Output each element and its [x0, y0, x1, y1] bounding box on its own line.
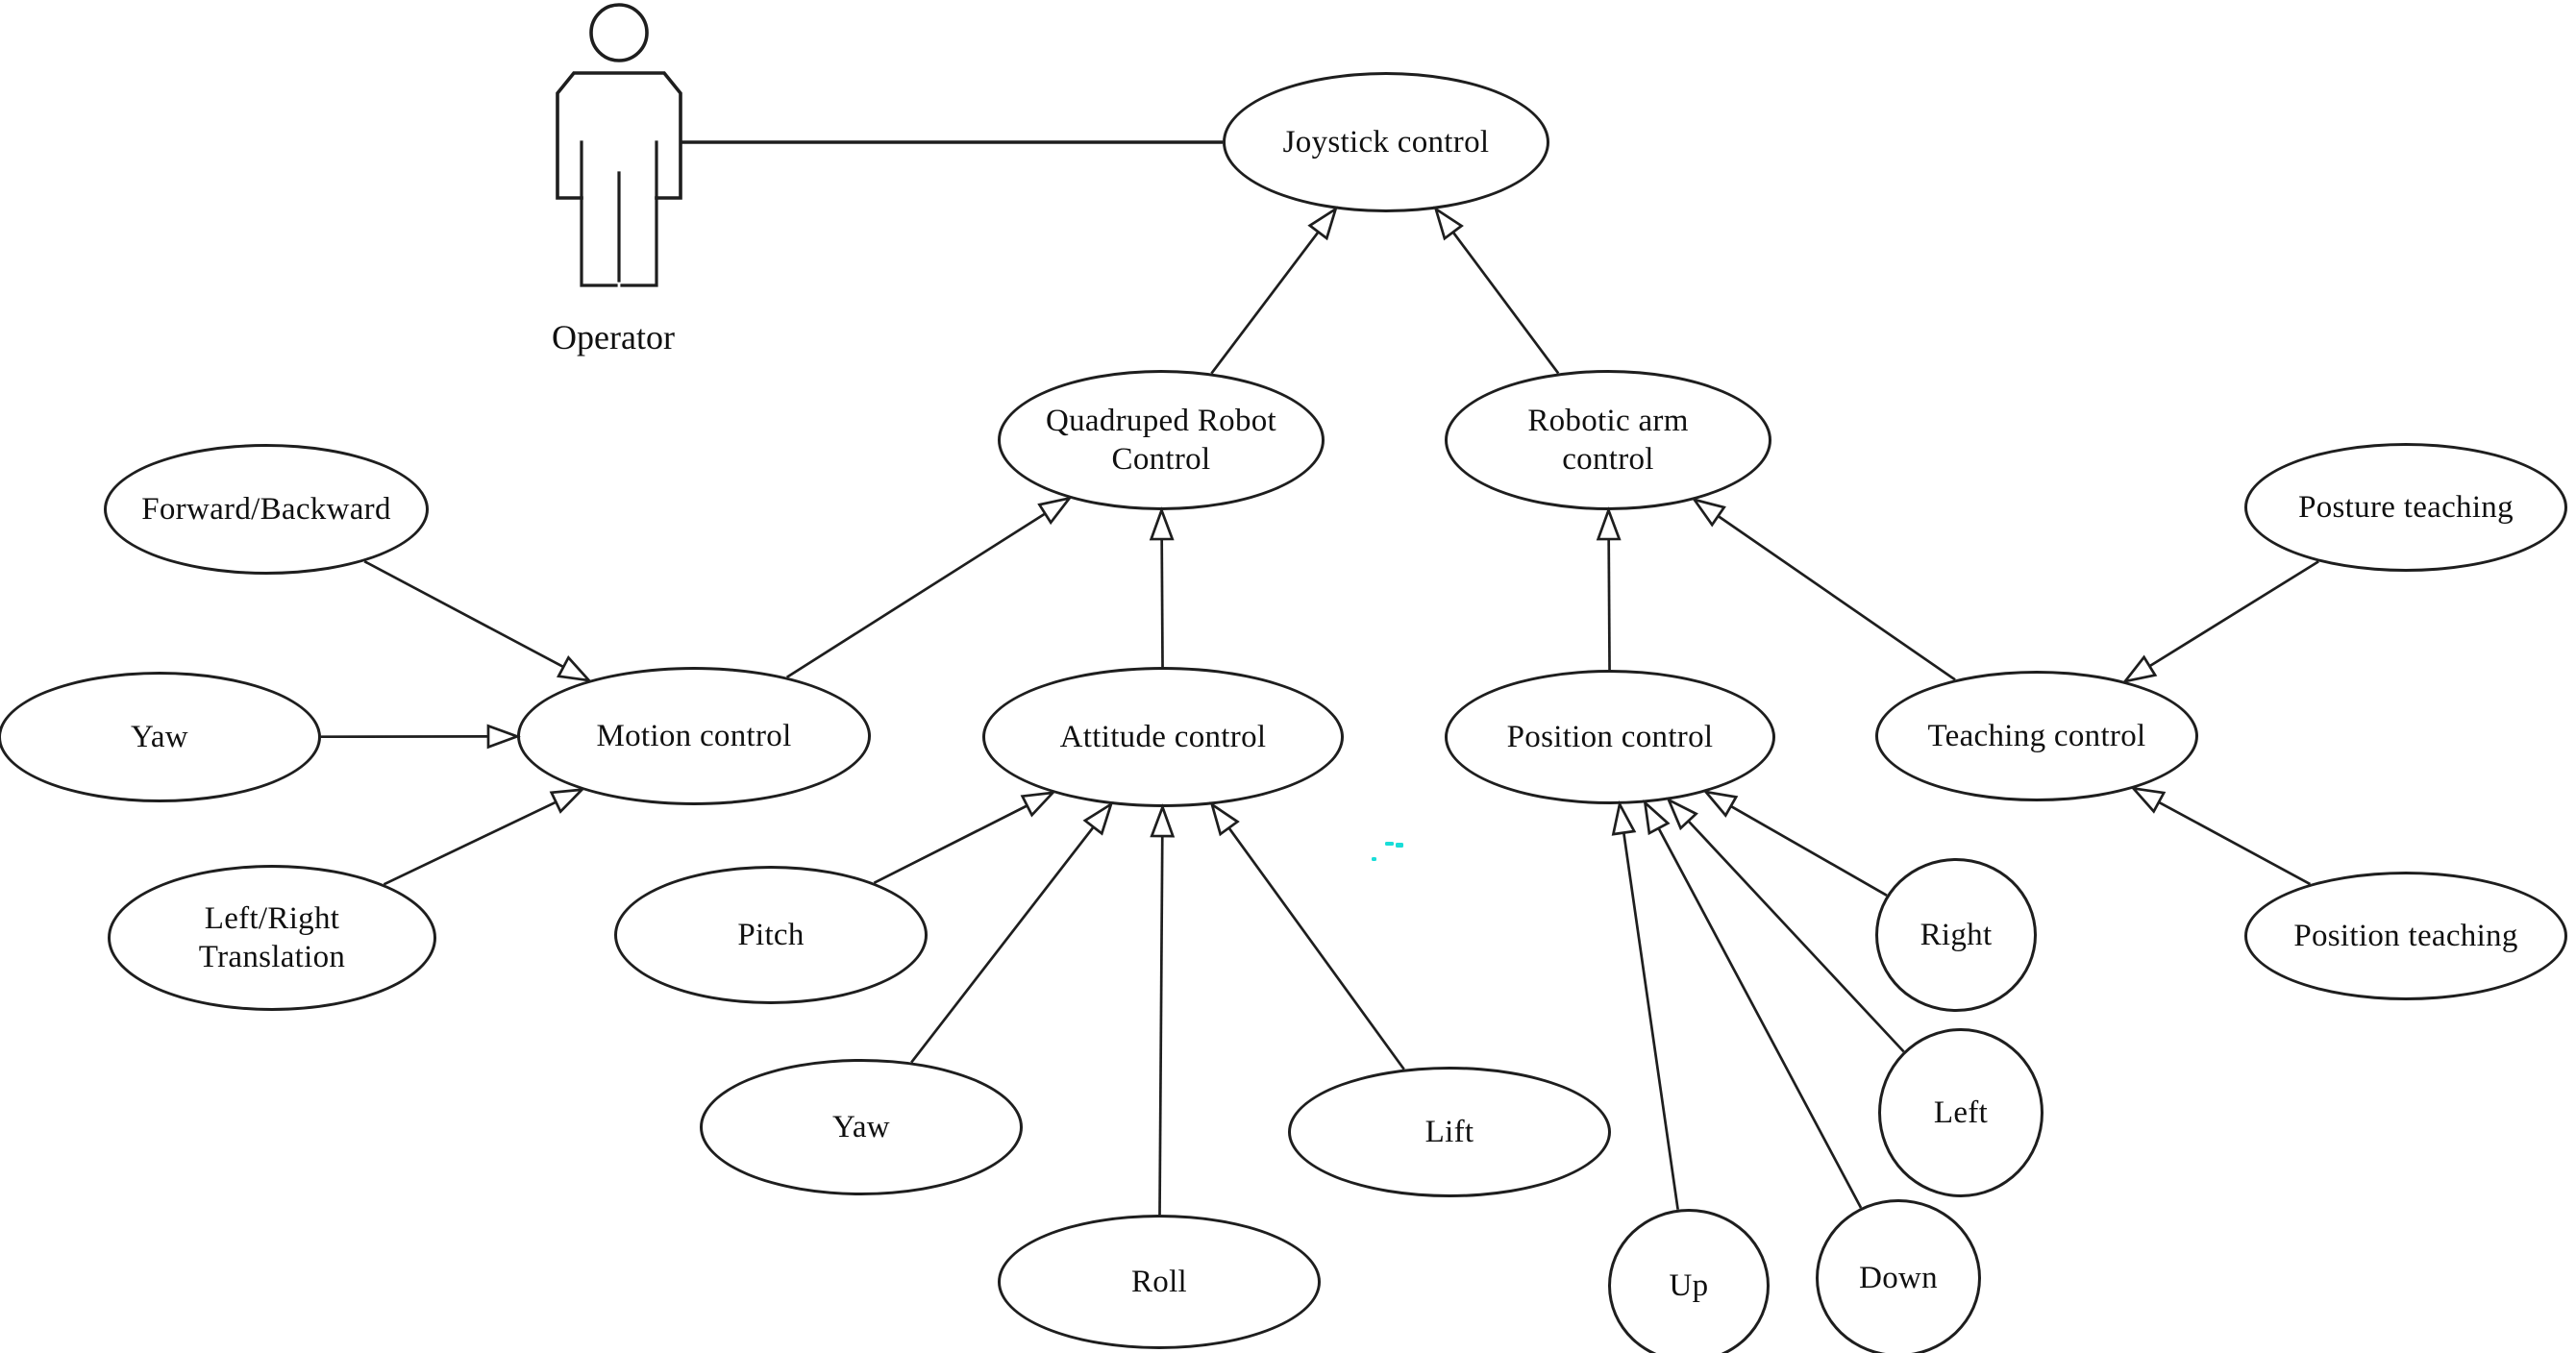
usecase-label: Yaw: [131, 719, 188, 754]
generalization-line-robotic-arm-to-joystick: [1451, 231, 1560, 375]
actor-label: Operator: [552, 318, 675, 357]
generalization-line-forward-backward-to-motion: [363, 559, 564, 669]
usecase-node-joystick: Joystick control: [1223, 72, 1549, 212]
usecase-node-position-teaching: Position teaching: [2244, 872, 2567, 1000]
generalization-line-position-to-robotic-arm: [1607, 538, 1611, 671]
usecase-node-motion: Motion control: [517, 667, 871, 805]
scan-artifact-1: [1396, 843, 1403, 848]
generalization-arrowhead-motion-to-quadruped: [1037, 496, 1073, 526]
usecase-label: Down: [1859, 1260, 1938, 1295]
generalization-line-posture-teaching-to-teaching: [2148, 560, 2319, 668]
generalization-arrowhead-attitude-to-quadruped: [1149, 506, 1175, 541]
generalization-arrowhead-yaw-mid-to-attitude: [1082, 800, 1114, 836]
usecase-node-yaw-mid: Yaw: [700, 1059, 1023, 1195]
usecase-label: Motion control: [596, 718, 792, 753]
usecase-node-left: Left: [1878, 1028, 2043, 1197]
usecase-label: Right: [1920, 917, 1993, 952]
generalization-arrowhead-quadruped-to-joystick: [1307, 206, 1338, 241]
generalization-arrowhead-right-to-position: [1702, 790, 1739, 818]
actor-head: [589, 3, 649, 62]
usecase-label: Position teaching: [2293, 918, 2518, 953]
operator-actor-icon: [556, 3, 682, 287]
generalization-line-up-to-position: [1622, 832, 1679, 1210]
usecase-node-posture-teaching: Posture teaching: [2244, 443, 2567, 572]
generalization-line-right-to-position: [1730, 804, 1888, 897]
generalization-line-quadruped-to-joystick: [1210, 231, 1320, 375]
generalization-arrowhead-position-teaching-to-teaching: [2130, 786, 2167, 814]
usecase-node-pitch: Pitch: [614, 866, 928, 1004]
generalization-arrowhead-left-to-position: [1666, 797, 1698, 831]
generalization-line-lr-translation-to-motion: [383, 800, 557, 886]
actor-torso: [556, 71, 682, 200]
generalization-line-yaw-mid-to-attitude: [910, 825, 1095, 1064]
generalization-arrowhead-lift-to-attitude: [1209, 801, 1240, 837]
usecase-node-up: Up: [1608, 1209, 1770, 1353]
generalization-line-pitch-to-attitude: [873, 804, 1028, 885]
generalization-arrowhead-forward-backward-to-motion: [556, 654, 593, 682]
scan-artifact-2: [1372, 857, 1376, 861]
generalization-line-lift-to-attitude: [1227, 826, 1405, 1070]
generalization-line-left-to-position: [1687, 820, 1905, 1053]
generalization-line-teaching-to-robotic-arm: [1717, 514, 1956, 681]
generalization-arrowhead-posture-teaching-to-teaching: [2121, 654, 2158, 684]
usecase-label: Up: [1669, 1267, 1709, 1303]
generalization-arrowhead-yaw-left-to-motion: [486, 724, 521, 750]
generalization-line-down-to-position: [1657, 827, 1863, 1209]
generalization-line-attitude-to-quadruped: [1160, 538, 1164, 668]
usecase-label: Yaw: [832, 1109, 890, 1144]
usecase-node-roll: Roll: [998, 1215, 1321, 1349]
usecase-node-position: Position control: [1445, 670, 1775, 804]
usecase-node-yaw-left: Yaw: [0, 672, 321, 802]
usecase-label: Roll: [1130, 1264, 1188, 1299]
generalization-line-position-teaching-to-teaching: [2158, 800, 2312, 886]
generalization-arrowhead-lr-translation-to-motion: [549, 788, 586, 814]
usecase-node-attitude: Attitude control: [982, 667, 1344, 807]
scan-artifact-0: [1385, 842, 1394, 846]
usecase-label: Left: [1933, 1095, 1989, 1130]
usecase-node-right: Right: [1875, 858, 2037, 1012]
usecase-label: Joystick control: [1282, 124, 1490, 160]
usecase-node-teaching: Teaching control: [1875, 671, 2198, 801]
usecase-label: Posture teaching: [2298, 489, 2514, 525]
generalization-arrowhead-down-to-position: [1643, 799, 1671, 836]
usecase-node-down: Down: [1816, 1199, 1981, 1353]
generalization-arrowhead-up-to-position: [1611, 800, 1637, 836]
generalization-arrowhead-pitch-to-attitude: [1020, 791, 1056, 818]
usecase-label: Pitch: [737, 917, 805, 952]
generalization-line-roll-to-attitude: [1158, 835, 1164, 1216]
usecase-label: Forward/Backward: [141, 491, 391, 527]
usecase-label: Lift: [1424, 1114, 1474, 1149]
generalization-arrowhead-robotic-arm-to-joystick: [1433, 206, 1464, 241]
generalization-arrowhead-position-to-robotic-arm: [1596, 506, 1622, 541]
usecase-label: Attitude control: [1059, 719, 1267, 754]
usecase-node-lift: Lift: [1288, 1067, 1611, 1197]
generalization-arrowhead-roll-to-attitude: [1150, 803, 1176, 838]
usecase-node-forward-backward: Forward/Backward: [104, 444, 429, 575]
generalization-arrowhead-teaching-to-robotic-arm: [1691, 497, 1726, 528]
usecase-label: Position control: [1506, 719, 1714, 754]
usecase-label: Teaching control: [1927, 718, 2146, 753]
generalization-line-motion-to-quadruped: [785, 512, 1047, 678]
actor-limbs: [580, 140, 658, 287]
